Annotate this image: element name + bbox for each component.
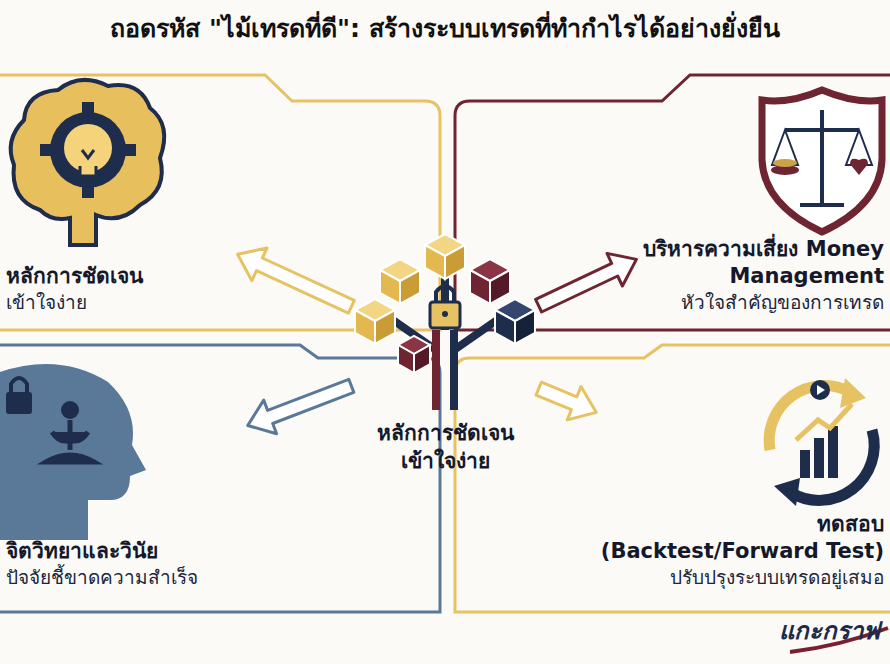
- topic-heading: บริหารความเสี่ยง Money Management: [640, 236, 884, 291]
- cycle-icon: [769, 378, 874, 506]
- panel-outline: [0, 75, 440, 330]
- topic-panel: ทดสอบ (Backtest/Forward Test)ปรับปรุงระบ…: [600, 355, 884, 590]
- topic-panel: จิตวิทยาและวินัยปัจจัยชี้ขาดความสำเร็จ: [6, 355, 244, 590]
- topic-subtitle: หัวใจสำคัญของการเทรด: [640, 290, 884, 315]
- topic-subtitle: ปัจจัยชี้ขาดความสำเร็จ: [6, 565, 244, 590]
- head-icon: [0, 364, 146, 540]
- brain-icon: [11, 80, 165, 245]
- panel-outline: [0, 345, 440, 612]
- hollow-arrow: [238, 248, 355, 313]
- topic-subtitle: เข้าใจง่าย: [6, 290, 234, 315]
- topic-subtitle: ปรับปรุงระบบเทรดอยู่เสมอ: [600, 565, 884, 590]
- topic-panel: หลักการชัดเจนเข้าใจง่าย: [6, 85, 234, 315]
- shield-icon: [762, 90, 882, 232]
- topic-heading: หลักการชัดเจน: [6, 263, 234, 290]
- topic-heading: หลักการชัดเจน เข้าใจง่าย: [355, 420, 535, 475]
- panel-outline: [455, 345, 890, 612]
- topic-heading: ทดสอบ (Backtest/Forward Test): [600, 511, 884, 566]
- hollow-arrow: [248, 379, 354, 433]
- hollow-arrow: [536, 253, 637, 312]
- panel-outline: [455, 75, 890, 330]
- topic-heading: จิตวิทยาและวินัย: [6, 538, 244, 565]
- tree-icon: [355, 234, 535, 410]
- watermark: แกะกราฟ: [779, 611, 880, 650]
- topic-panel: บริหารความเสี่ยง Money Managementหัวใจสำ…: [640, 85, 884, 315]
- diagram-title: ถอดรหัส "ไม้เทรดที่ดี": สร้างระบบเทรดที่…: [6, 8, 884, 48]
- hollow-arrow: [536, 382, 596, 420]
- center-hub: หลักการชัดเจน เข้าใจง่าย: [355, 225, 535, 475]
